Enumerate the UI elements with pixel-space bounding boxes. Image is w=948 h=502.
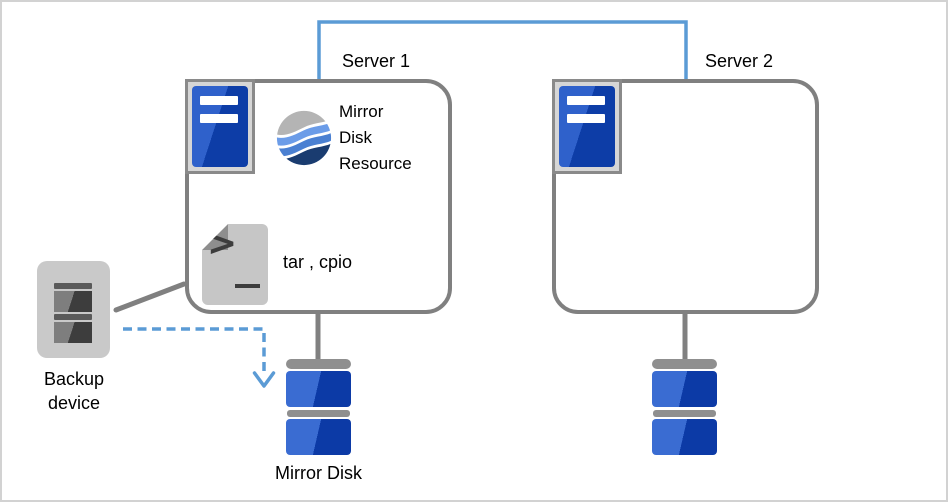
disk-divider-icon [287,410,350,417]
backup-to-server-line [113,281,187,313]
server-slot-icon [200,96,238,105]
server2-title: Server 2 [705,51,774,71]
mirror-disk-label: Mirror Disk [275,463,362,483]
server-tower-icon [192,86,248,167]
server-slot-icon [200,114,238,123]
script-commands-label: tar , cpio [283,252,353,272]
server-slot-icon [567,114,605,123]
disk-cap-icon [652,359,717,369]
mirror-disk-resource-icon [276,110,332,166]
mirror-disk1-icon [286,359,351,455]
server2-icon [552,79,622,174]
server1-icon [185,79,255,174]
disk-platter-icon [652,419,717,455]
disk-cap-icon [286,359,351,369]
mirror-disk2-icon [652,359,717,455]
disk-divider-icon [653,410,716,417]
tape-slot-icon [54,283,92,289]
disk-platter-icon [652,371,717,407]
network-link-line [317,20,688,80]
backup-device-label: Backup device [43,369,105,413]
server1-title: Server 1 [342,51,411,71]
disk-platter-icon [286,419,351,455]
tape-cartridge-icon [54,322,92,343]
disk-platter-icon [286,371,351,407]
tape-slot-icon [54,314,92,320]
mirror-disk-resource-label: Mirror Disk Resource [339,102,412,173]
server-slot-icon [567,96,605,105]
cursor-underscore-icon [235,284,260,288]
tape-cartridge-icon [54,291,92,312]
backup-to-disk-dashed-arrow [123,327,266,372]
server-tower-icon [559,86,615,167]
backup-device-icon [37,261,110,358]
arrow-head-icon [252,371,276,388]
